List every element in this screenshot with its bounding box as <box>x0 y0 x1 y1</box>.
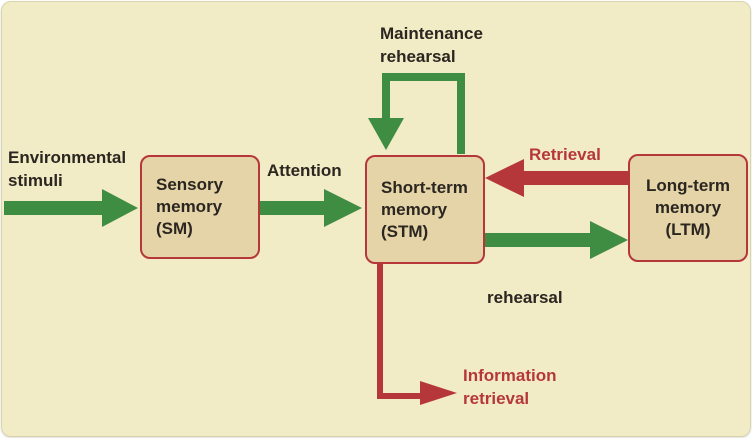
arrow-information-retrieval <box>377 264 457 405</box>
sensory-memory-node: Sensory memory (SM) <box>140 155 260 259</box>
maintenance-rehearsal-label: Maintenance rehearsal <box>380 24 483 66</box>
arrow-retrieval <box>485 159 628 197</box>
short-term-memory-label: Short-term memory (STM) <box>381 177 468 241</box>
information-retrieval-label: Information retrieval <box>463 366 557 408</box>
short-term-memory-node: Short-term memory (STM) <box>365 155 485 264</box>
environmental-stimuli-label: Environmental stimuli <box>8 148 127 190</box>
arrow-maintenance-rehearsal <box>368 73 465 154</box>
arrow-stimuli-to-sensory <box>4 189 138 227</box>
long-term-memory-label: Long-term memory (LTM) <box>645 176 731 239</box>
arrow-attention <box>260 189 362 227</box>
attention-label: Attention <box>267 161 342 180</box>
long-term-memory-node: Long-term memory (LTM) <box>628 154 748 262</box>
sensory-memory-label: Sensory memory (SM) <box>156 175 224 238</box>
arrow-rehearsal <box>485 221 628 259</box>
retrieval-label: Retrieval <box>529 145 601 164</box>
rehearsal-label: rehearsal <box>487 288 563 307</box>
